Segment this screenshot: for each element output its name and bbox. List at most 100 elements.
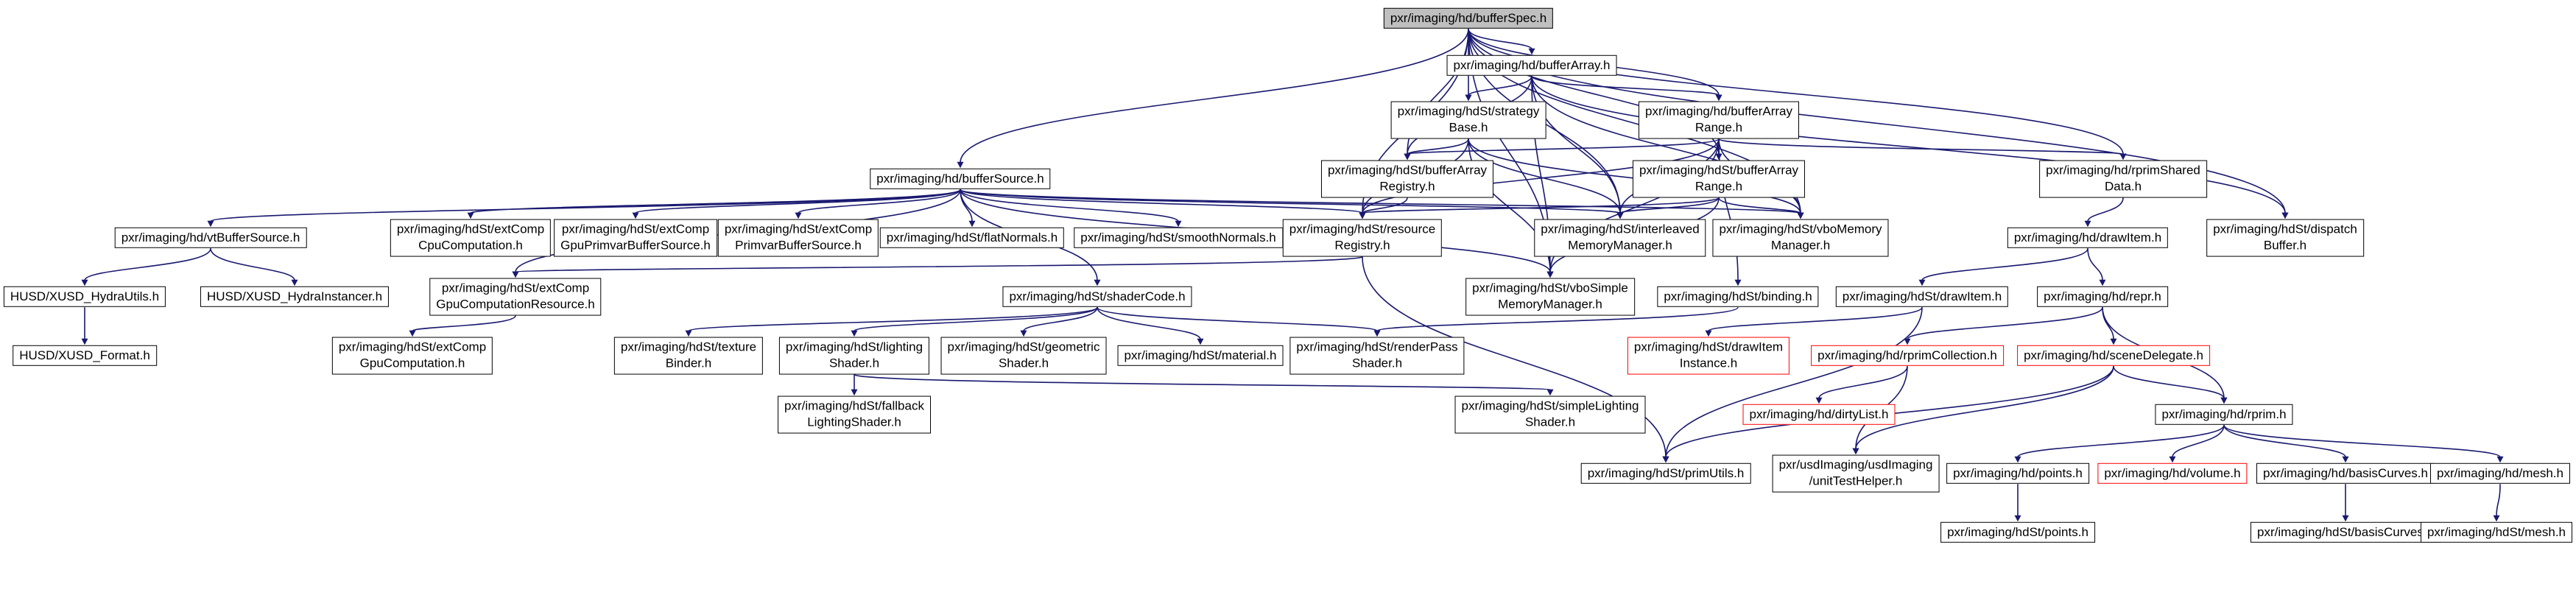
- graph-node-label: Range.h: [1695, 180, 1743, 194]
- graph-node-label: GpuPrimvarBufferSource.h: [560, 239, 711, 253]
- graph-node-label: pxr/imaging/hdSt/shaderCode.h: [1009, 289, 1186, 303]
- include-edge: [854, 373, 1554, 396]
- graph-node-label: pxr/imaging/hdSt/drawItem: [1633, 340, 1784, 354]
- graph-node-xusdHydraUtils[interactable]: HUSD/XUSD_HydraUtils.h: [3, 286, 166, 308]
- include-edge: [409, 314, 516, 337]
- graph-node-hdStBasisCurves[interactable]: pxr/imaging/hdSt/basisCurves.h: [2250, 521, 2441, 544]
- graph-node-hdStDrawItem[interactable]: pxr/imaging/hdSt/drawItem.h: [1835, 286, 2009, 308]
- include-edge: [2102, 307, 2117, 345]
- include-edge: [210, 248, 298, 286]
- graph-node-hdDrawItem[interactable]: pxr/imaging/hd/drawItem.h: [2007, 227, 2169, 249]
- graph-node-hdStMesh[interactable]: pxr/imaging/hdSt/mesh.h: [2420, 521, 2573, 544]
- graph-node-points[interactable]: pxr/imaging/hd/points.h: [1946, 462, 2089, 485]
- include-edge: [2223, 424, 2349, 463]
- graph-node-xusdHydraInstancer[interactable]: HUSD/XUSD_HydraInstancer.h: [200, 286, 390, 308]
- graph-node-basisCurves[interactable]: pxr/imaging/hd/basisCurves.h: [2256, 462, 2435, 485]
- include-edge: [2014, 424, 2225, 463]
- graph-node-label: Manager.h: [1770, 239, 1831, 253]
- graph-node-label: pxr/imaging/hdSt/dispatch: [2213, 222, 2357, 236]
- include-edge: [851, 306, 1098, 337]
- include-edge: [1097, 306, 1204, 345]
- include-edge: [1904, 306, 2103, 345]
- graph-node-flatNormals[interactable]: pxr/imaging/hdSt/flatNormals.h: [879, 227, 1065, 249]
- graph-node-label: pxr/imaging/hdSt/vboMemory: [1719, 222, 1882, 236]
- graph-node-primUtils[interactable]: pxr/imaging/hdSt/primUtils.h: [1580, 462, 1751, 485]
- graph-node-label: GpuComputationResource.h: [436, 298, 595, 312]
- graph-node-bufferArray[interactable]: pxr/imaging/hd/bufferArray.h: [1446, 54, 1617, 77]
- graph-node-xusdFormat[interactable]: HUSD/XUSD_Format.h: [13, 345, 157, 367]
- graph-node-label: Binder.h: [665, 356, 712, 370]
- graph-node-material[interactable]: pxr/imaging/hdSt/material.h: [1117, 345, 1284, 367]
- graph-node-label: pxr/imaging/hdSt/renderPass: [1296, 340, 1458, 354]
- include-edge: [2014, 484, 2021, 522]
- include-edge: [1662, 307, 1923, 463]
- graph-node-unitTestHelper[interactable]: pxr/usdImaging/usdImaging/unitTestHelper…: [1772, 454, 1940, 493]
- graph-node-label: pxr/imaging/hdSt/drawItem.h: [1842, 289, 2002, 303]
- graph-node-label: pxr/imaging/hd/bufferSpec.h: [1390, 10, 1547, 25]
- graph-node-label: pxr/imaging/hd/rprimShared: [2046, 163, 2200, 177]
- graph-node-smoothNormals[interactable]: pxr/imaging/hdSt/smoothNormals.h: [1074, 227, 1283, 249]
- include-edge: [795, 189, 961, 219]
- graph-node-label: Shader.h: [828, 356, 880, 370]
- graph-node-label: pxr/imaging/hdSt/material.h: [1124, 348, 1277, 362]
- graph-node-label: Data.h: [2104, 180, 2142, 194]
- graph-node-hdStPoints[interactable]: pxr/imaging/hdSt/points.h: [1940, 521, 2095, 544]
- include-edge: [2113, 365, 2228, 404]
- include-edge: [1718, 138, 2127, 161]
- include-edge: [1468, 29, 1722, 161]
- graph-node-label: pxr/imaging/hd/rprimCollection.h: [1817, 348, 1997, 362]
- graph-node-label: pxr/imaging/hdSt/extComp: [441, 281, 590, 295]
- graph-node-label: CpuComputation.h: [418, 239, 523, 253]
- include-edge: [1465, 75, 1532, 102]
- graph-node-binding[interactable]: pxr/imaging/hdSt/binding.h: [1657, 286, 1819, 308]
- graph-node-dirtyList[interactable]: pxr/imaging/hd/dirtyList.h: [1742, 404, 1896, 426]
- graph-node-repr[interactable]: pxr/imaging/hd/repr.h: [2037, 286, 2168, 308]
- graph-node-volume[interactable]: pxr/imaging/hd/volume.h: [2097, 462, 2248, 485]
- include-edge: [81, 307, 88, 345]
- include-edge: [1020, 306, 1098, 337]
- include-edge: [960, 189, 1366, 219]
- graph-node-label: pxr/imaging/hdSt/mesh.h: [2427, 524, 2566, 539]
- include-edge: [960, 189, 1182, 228]
- include-edge: [2342, 484, 2349, 522]
- graph-node-label: pxr/imaging/hdSt/points.h: [1947, 524, 2088, 539]
- include-edge: [632, 189, 961, 219]
- include-edge: [1531, 75, 1722, 102]
- graph-node-label: pxr/usdImaging/usdImaging: [1778, 457, 1933, 472]
- graph-node-label: pxr/imaging/hd/vtBufferSource.h: [121, 230, 300, 245]
- graph-node-label: Instance.h: [1679, 356, 1738, 370]
- graph-node-rprimCollection[interactable]: pxr/imaging/hd/rprimCollection.h: [1811, 345, 2004, 367]
- graph-node-label: LightingShader.h: [807, 415, 901, 429]
- include-edge: [1404, 138, 1720, 161]
- graph-node-bufferSource[interactable]: pxr/imaging/hd/bufferSource.h: [870, 168, 1051, 190]
- graph-node-shaderCode[interactable]: pxr/imaging/hdSt/shaderCode.h: [1002, 286, 1192, 308]
- graph-node-rprim[interactable]: pxr/imaging/hd/rprim.h: [2155, 404, 2293, 426]
- graph-node-label: pxr/imaging/hdSt/extComp: [396, 222, 545, 236]
- include-edge: [1359, 197, 1408, 219]
- graph-node-mesh[interactable]: pxr/imaging/hd/mesh.h: [2430, 462, 2570, 485]
- graph-node-sceneDelegate[interactable]: pxr/imaging/hd/sceneDelegate.h: [2017, 345, 2210, 367]
- graph-node-vtBufferSource[interactable]: pxr/imaging/hd/vtBufferSource.h: [114, 227, 307, 249]
